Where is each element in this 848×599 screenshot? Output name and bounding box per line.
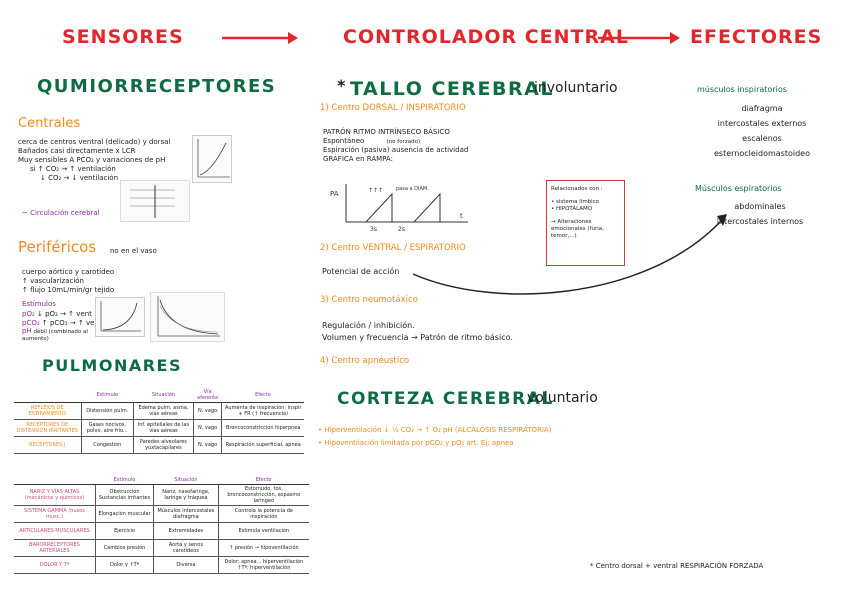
graph-t1: 3s	[370, 226, 377, 233]
perifericos-note: no en el vaso	[110, 247, 157, 256]
c2-text: Potencial de acción	[322, 267, 399, 276]
table-row: SISTEMA GAMMA (husos musc.)Elongación mu…	[14, 506, 309, 523]
c1-title: 1) Centro DORSAL / INSPIRATORIO	[320, 103, 466, 114]
centrales-text: cerca de centros ventral (delicado) y do…	[18, 138, 193, 183]
co2-ventilation-sketch	[192, 135, 232, 183]
estimulos-title: Estímulos	[22, 300, 56, 309]
estimulos-list: pO₂ ↓ pO₂ → ↑ vent pCO₂ ↑ pCO₂ → ↑ vent …	[22, 310, 102, 343]
insp-title: músculos inspiratorios	[697, 85, 787, 94]
graph-note: pasa a DIAM.	[396, 186, 429, 192]
header-sensores: SENSORES	[62, 26, 184, 48]
table-row: NARIZ Y VÍAS ALTAS (mecánicos y químicos…	[14, 485, 309, 506]
graph-ylabel: PA	[330, 190, 339, 198]
centrales-title: Centrales	[18, 116, 80, 131]
esp-title: Músculos espiratorios	[695, 184, 782, 193]
circulacion-label: ~ Circulación cerebral	[22, 209, 100, 218]
po2-sketch	[95, 297, 145, 337]
c4-title: 4) Centro apnéustico	[320, 356, 409, 367]
corteza-list: • Hiperventilación ↓ ½ CO₂ → ↑ O₂ pH (AL…	[318, 424, 638, 450]
perifericos-title: Periféricos	[18, 238, 96, 256]
pulmonares-title: PULMONARES	[42, 356, 182, 375]
c3-title: 3) Centro neumotáxico	[320, 295, 418, 306]
corteza-subtitle: voluntario	[527, 390, 598, 406]
svg-text:↑↑↑: ↑↑↑	[368, 187, 383, 194]
neuron-sketch	[120, 180, 190, 222]
pco2-sketch	[150, 292, 225, 342]
corteza-title: CORTEZA CEREBRAL	[337, 389, 554, 409]
tallo-title: TALLO CEREBRAL	[350, 78, 554, 100]
tallo-subtitle: involuntario	[534, 80, 618, 96]
esp-list: abdominales intercostales internos	[690, 199, 830, 229]
star-mark: *	[337, 76, 345, 95]
arrow-right-icon	[220, 28, 300, 48]
quimio-title: QUMIORRECEPTORES	[37, 76, 276, 97]
curved-arrow-icon	[405, 210, 735, 300]
perifericos-text: cuerpo aórtico y carotídeo ↑ vasculariza…	[22, 268, 114, 295]
header-efectores: EFECTORES	[690, 26, 822, 48]
header-controlador: CONTROLADOR CENTRAL	[343, 26, 629, 48]
graph-t2: 2s	[398, 226, 405, 233]
c1-text: PATRÓN RITMO INTRÍNSECO BÁSICO Espontáne…	[323, 128, 553, 164]
insp-list: diafragma intercostales externos escalen…	[692, 101, 832, 161]
footer-note: * Centro dorsal + ventral RESPIRACIÓN FO…	[590, 562, 763, 571]
arrow-right-icon	[596, 28, 682, 48]
c3-text: Regulación / inhibición. Volumen y frecu…	[322, 320, 513, 344]
